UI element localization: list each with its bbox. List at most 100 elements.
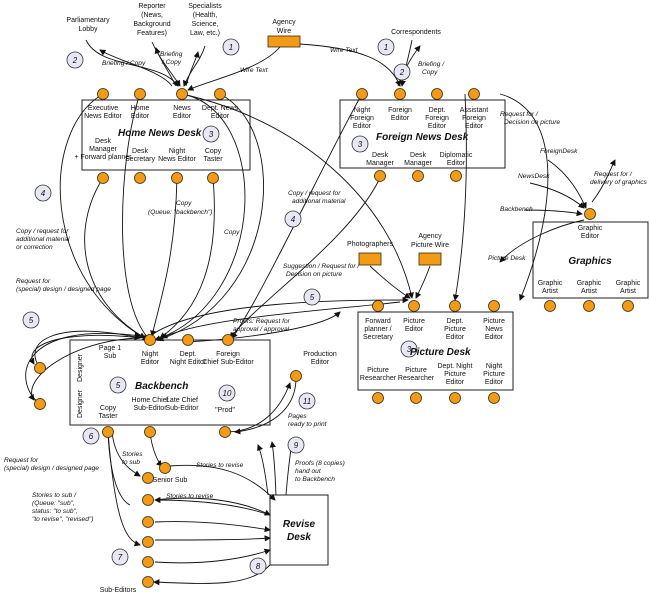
node-news-editor[interactable] — [176, 88, 188, 100]
node-night-editor[interactable] — [144, 334, 156, 346]
node-night-news-editor[interactable] — [171, 172, 183, 184]
node-dept-night-picture-editor[interactable] — [449, 392, 461, 404]
node-picture-editor[interactable] — [408, 300, 420, 312]
label-agency-wire: Agency — [272, 19, 296, 26]
node-home-editor[interactable] — [134, 88, 146, 100]
step-1-marker — [222, 38, 240, 56]
step-1-label: 1 — [229, 43, 233, 52]
step-9-label: 9 — [294, 441, 299, 450]
node-dept-night-editor[interactable] — [182, 334, 194, 346]
step-4-label: 4 — [41, 189, 46, 198]
node-foreign-editor[interactable] — [394, 88, 406, 100]
edge-news-to-specialists — [185, 51, 200, 87]
picture-desk-dots — [372, 300, 500, 404]
node-foreign-desk-manager-2[interactable] — [412, 170, 424, 182]
node-foreign-desk-manager[interactable] — [374, 170, 386, 182]
step-4-marker — [284, 210, 302, 228]
node-sub-editor-2[interactable] — [142, 494, 154, 506]
step-5-label: 5 — [116, 381, 121, 390]
svg-text:Editor: Editor — [428, 123, 447, 130]
node-graphic-editor[interactable] — [584, 208, 596, 220]
node-picture-researcher-2[interactable] — [410, 392, 422, 404]
svg-text:Night: Night — [142, 351, 158, 358]
svg-text:Editor: Editor — [173, 113, 192, 120]
edge-lobby-to-news — [85, 39, 179, 87]
node-graphic-artist-2[interactable] — [583, 300, 595, 312]
step-10-label: 10 — [223, 389, 232, 398]
edge-foreign-to-picture — [452, 93, 467, 301]
node-dept-foreign-editor[interactable] — [431, 88, 443, 100]
node-sub-editor-3[interactable] — [142, 516, 154, 528]
node-executive-news-editor[interactable] — [97, 88, 109, 100]
photographers-node[interactable] — [358, 252, 382, 266]
step-3-label: 3 — [209, 130, 214, 139]
edge-designer2-loop — [25, 332, 141, 405]
agency-wire-node[interactable] — [267, 35, 301, 48]
node-diplomatic-editor[interactable] — [450, 170, 462, 182]
node-designer-2[interactable] — [34, 398, 46, 410]
svg-text:Diplomatic: Diplomatic — [440, 152, 473, 159]
node-dept-picture-editor[interactable] — [449, 300, 461, 312]
picture-desk-box — [357, 311, 514, 391]
node-designer-1[interactable] — [34, 362, 46, 374]
svg-text:Assistant: Assistant — [460, 107, 488, 114]
svg-text:approval / approval: approval / approval — [233, 326, 290, 333]
svg-text:to Backbench: to Backbench — [295, 476, 335, 483]
agency-picture-wire-node[interactable] — [418, 252, 442, 266]
node-sub-editor-4[interactable] — [142, 536, 154, 548]
svg-text:Picture: Picture — [483, 318, 505, 325]
node-picture-news-editor[interactable] — [488, 300, 500, 312]
graphics-title: Graphics — [568, 256, 612, 267]
foreign-news-desk: Night Foreign Editor Foreign Editor Dept… — [350, 107, 488, 167]
node-night-picture-editor[interactable] — [488, 392, 500, 404]
node-graphic-artist-1[interactable] — [544, 300, 556, 312]
node-forward-planner[interactable] — [372, 300, 384, 312]
node-copy-taster-bb[interactable] — [102, 426, 114, 438]
svg-text:Dept. Night: Dept. Night — [437, 363, 472, 370]
node-foreign-chief-sub[interactable] — [222, 334, 234, 346]
node-production-editor[interactable] — [290, 370, 302, 382]
svg-text:News Editor: News Editor — [158, 156, 196, 163]
svg-text:Stories: Stories — [122, 451, 143, 458]
node-desk-manager[interactable] — [97, 172, 109, 184]
svg-text:Editor: Editor — [447, 160, 466, 167]
svg-text:Graphic: Graphic — [616, 280, 641, 287]
svg-text:Briefing / Copy: Briefing / Copy — [102, 60, 146, 67]
svg-text:Designer: Designer — [77, 353, 84, 382]
node-dept-news-editor[interactable] — [214, 88, 226, 100]
step-3-marker — [202, 125, 220, 143]
node-sub-editor-1[interactable] — [142, 472, 154, 484]
node-picture-researcher-1[interactable] — [372, 392, 384, 404]
node-senior-sub[interactable] — [159, 462, 171, 474]
node-graphic-artist-3[interactable] — [622, 300, 634, 312]
node-home-chief-sub[interactable] — [144, 426, 156, 438]
node-sub-editor-6[interactable] — [142, 576, 154, 588]
node-desk-secretary[interactable] — [134, 172, 146, 184]
svg-text:Wire Text: Wire Text — [240, 67, 269, 74]
step-3-label: 3 — [358, 140, 363, 149]
label-reporter: Reporter — [138, 3, 166, 10]
svg-text:Manager: Manager — [89, 146, 117, 153]
node-assistant-foreign-editor[interactable] — [468, 88, 480, 100]
node-late-chief-sub[interactable] — [219, 426, 231, 438]
edge-copytaster-to-backbench — [159, 177, 215, 339]
step-1-label: 1 — [384, 43, 388, 52]
edge-fmanager-to-backbench — [229, 177, 381, 339]
svg-text:Artist: Artist — [620, 288, 636, 295]
backbench-title: Backbench — [135, 381, 188, 392]
node-night-foreign-editor[interactable] — [356, 88, 368, 100]
step-7-marker — [111, 548, 129, 566]
edge-to-designer2 — [28, 337, 141, 401]
svg-text:Desk: Desk — [410, 152, 426, 159]
edge-dept-to-backbench — [157, 93, 265, 342]
svg-text:Sub: Sub — [104, 353, 117, 360]
node-sub-editor-5[interactable] — [142, 556, 154, 568]
label-photographers: Photographers — [347, 241, 393, 248]
svg-text:Proofs: Request for: Proofs: Request for — [233, 318, 291, 325]
label-agency-picture-wire: Agency — [418, 233, 442, 240]
node-copy-taster[interactable] — [207, 172, 219, 184]
step-8-label: 8 — [256, 562, 261, 571]
svg-text:Backbench: Backbench — [500, 206, 533, 213]
step-5-marker — [303, 288, 321, 306]
